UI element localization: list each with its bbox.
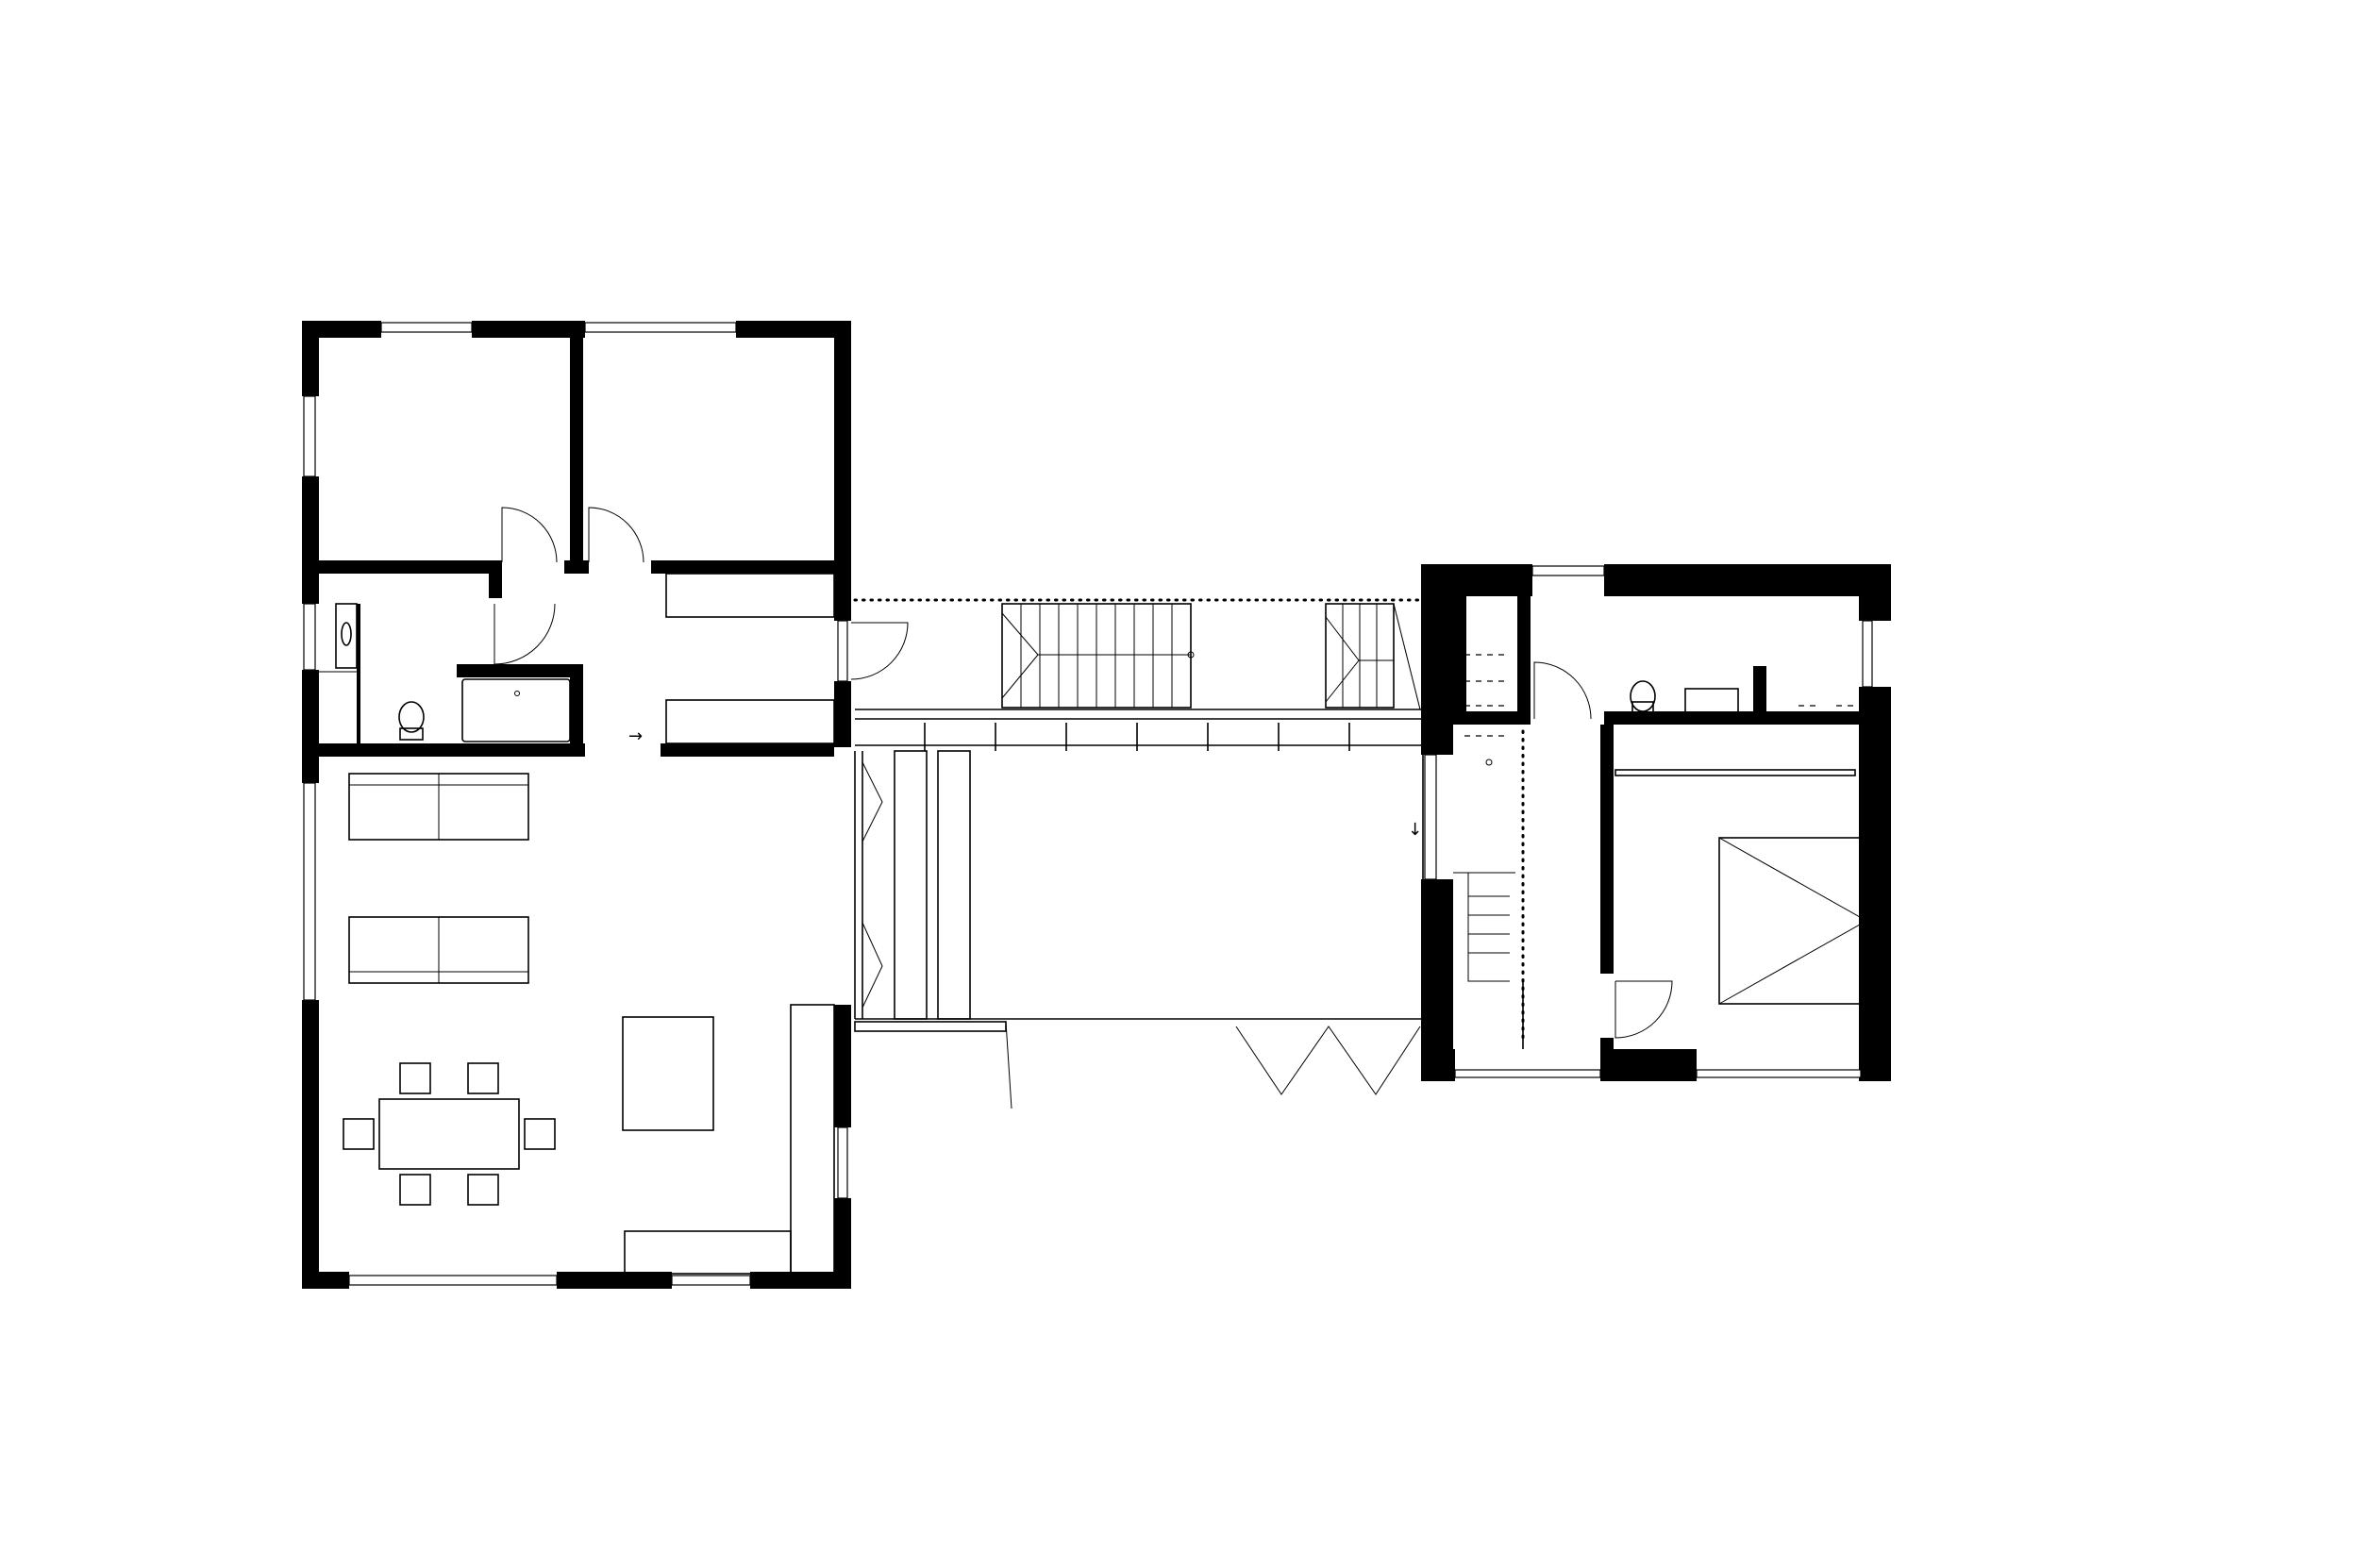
right-wing-stair: ↓ — [1408, 654, 1525, 1049]
left-wing-corridor: → — [628, 573, 835, 746]
courtyard-glazing — [854, 717, 1424, 1109]
living-room-furniture — [343, 773, 835, 1275]
chair-bottom-right — [467, 1174, 499, 1206]
chair-top-right — [467, 1062, 499, 1094]
corridor-direction-arrow: → — [628, 726, 643, 746]
courtyard-link — [853, 598, 1425, 1109]
bedroom-furniture — [1614, 769, 1868, 1005]
left-wing-exterior-walls — [302, 321, 851, 1289]
rug — [622, 1016, 714, 1131]
chair-top-left — [399, 1062, 431, 1094]
right-wing-windows — [1424, 565, 1873, 1078]
right-wing-interior-walls — [1453, 591, 1859, 1057]
stair-direction-arrow: ↓ — [1408, 820, 1422, 840]
bed — [1718, 837, 1867, 1005]
main-stair — [1001, 603, 1195, 709]
chair-bottom-left — [399, 1174, 431, 1206]
left-wing: → — [302, 321, 909, 1289]
left-wing-bathroom — [319, 603, 571, 742]
chair-right — [524, 1118, 556, 1150]
left-wing-interior-walls — [319, 338, 834, 757]
right-wing-bathroom — [1630, 680, 1855, 716]
small-stair — [1325, 603, 1421, 710]
right-wing-doors — [1533, 661, 1673, 1039]
counter-bottom — [624, 1230, 792, 1275]
left-wing-windows — [303, 322, 848, 1286]
counter-side — [790, 1004, 835, 1275]
left-wing-doors — [494, 507, 909, 680]
dining-table — [378, 1098, 520, 1170]
courtyard-posts — [924, 723, 1350, 751]
right-wing: ↓ — [1408, 564, 1891, 1081]
chair-left — [343, 1118, 375, 1150]
right-wing-exterior-walls — [1421, 564, 1891, 1081]
